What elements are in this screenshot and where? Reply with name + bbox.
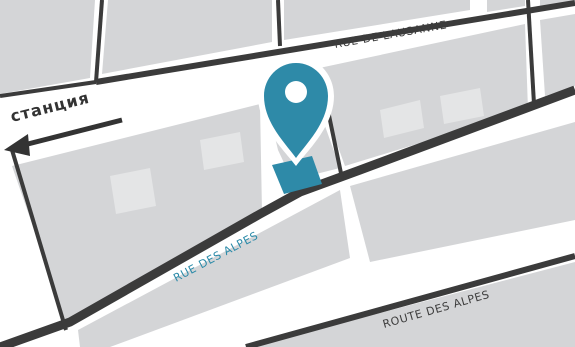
block-left [12, 104, 262, 322]
direction-arrow [4, 117, 123, 156]
block-top-left [0, 0, 95, 94]
pin-hole [285, 81, 307, 103]
road-cross-left-vertical [10, 149, 68, 331]
courtyard-4 [440, 88, 484, 124]
block-south-left [78, 190, 350, 347]
courtyard-1 [110, 168, 156, 214]
highlighted-building[interactable] [272, 156, 322, 194]
arrow-head [4, 134, 30, 156]
courtyard-2 [200, 132, 244, 170]
road-cross-far-left [0, 80, 97, 98]
arrow-left-icon [19, 117, 123, 149]
pin-body [264, 63, 328, 158]
road-cross-right [526, 0, 536, 105]
block-top-center [284, 0, 470, 40]
courtyards [110, 88, 484, 214]
block-top-right [487, 0, 525, 12]
courtyard-3 [380, 100, 424, 138]
road-cross-left [94, 0, 104, 83]
block-top-middle [102, 0, 272, 74]
location-pin-icon[interactable] [258, 56, 334, 166]
road-cross-middle [276, 0, 282, 47]
block-center-right [310, 24, 528, 166]
block-south-middle [350, 122, 575, 262]
road-route-des-alpes [245, 253, 575, 347]
road-rue-des-alpes [0, 85, 575, 347]
road-rue-de-lausanne [95, 0, 575, 85]
block-right [540, 14, 575, 96]
